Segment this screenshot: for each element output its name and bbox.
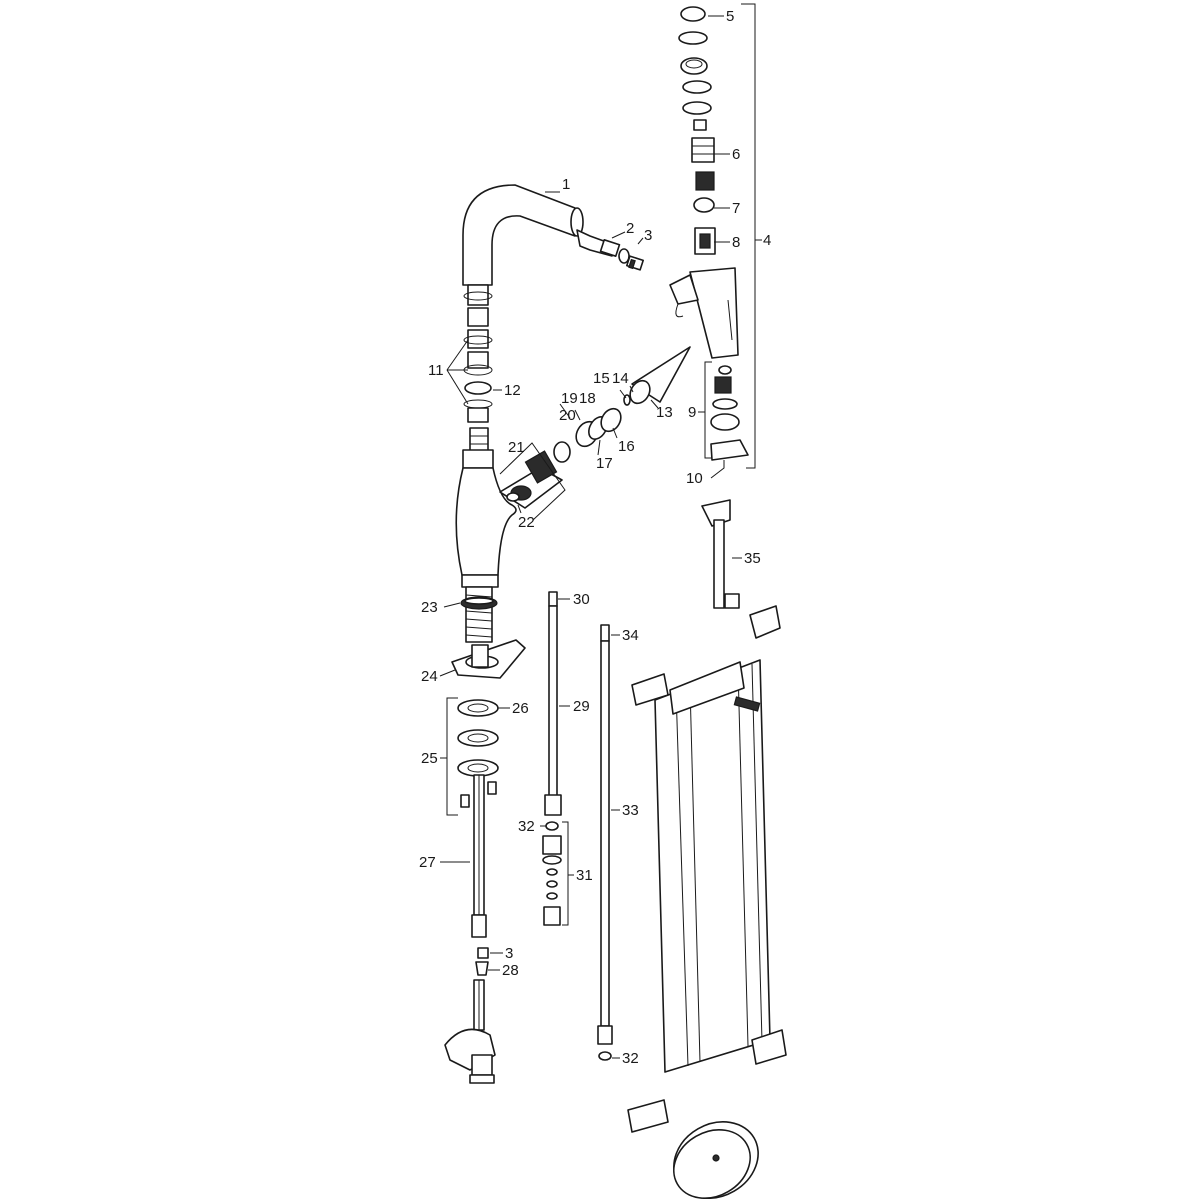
callout-32-upper: 32: [518, 818, 535, 835]
spray-head-body: [669, 267, 739, 359]
callout-7: 7: [732, 200, 740, 217]
callout-24: 24: [421, 668, 438, 685]
callout-30: 30: [573, 591, 590, 608]
callout-26: 26: [512, 700, 529, 717]
mounting-rail: [654, 659, 771, 1073]
callout-6: 6: [732, 146, 740, 163]
spray-head-stack: [678, 6, 716, 255]
callout-19: 19: [561, 390, 578, 407]
rail-clamps: [627, 605, 787, 1133]
cover-disc: [673, 1121, 759, 1199]
callout-25: 25: [421, 750, 438, 767]
callout-4: 4: [763, 232, 771, 249]
callout-32-lower: 32: [622, 1050, 639, 1067]
callout-16: 16: [618, 438, 635, 455]
bracket-35: [701, 499, 740, 609]
leader-lines: [439, 3, 762, 1059]
callout-12: 12: [504, 382, 521, 399]
callout-3: 3: [644, 227, 652, 244]
callout-29: 29: [573, 698, 590, 715]
supply-hoses: [542, 591, 613, 1061]
callout-15: 15: [593, 370, 610, 387]
callout-23: 23: [421, 599, 438, 616]
spray-head-fittings: [710, 365, 749, 461]
lever-handle: [629, 346, 691, 405]
faucet-body: [455, 449, 517, 588]
callout-21: 21: [508, 439, 525, 456]
callout-11: 11: [428, 362, 444, 379]
callout-3-lower: 3: [505, 945, 513, 962]
callout-33: 33: [622, 802, 639, 819]
pullout-hose: [471, 774, 489, 1031]
callout-28: 28: [502, 962, 519, 979]
hose-chain: [463, 284, 493, 455]
callout-17: 17: [596, 455, 613, 472]
cartridge: [499, 441, 571, 509]
hose-weight: [444, 1028, 496, 1084]
callout-5: 5: [726, 8, 734, 25]
callout-27: 27: [419, 854, 436, 871]
callout-9: 9: [688, 404, 696, 421]
callout-8: 8: [732, 234, 740, 251]
threaded-shank: [460, 586, 498, 643]
cartridge-rings: [575, 394, 631, 448]
callout-1: 1: [562, 176, 570, 193]
callout-35: 35: [744, 550, 761, 567]
callout-10: 10: [686, 470, 703, 487]
mounting-plate: [451, 639, 526, 679]
callout-labels: 1 2 3 4 5 6 7 8 9 10 11 12 13 14 15 16 1…: [419, 8, 771, 1067]
callout-13: 13: [656, 404, 673, 421]
spout-part: [462, 184, 621, 286]
callout-2: 2: [626, 220, 634, 237]
callout-22: 22: [518, 514, 535, 531]
callout-34: 34: [622, 627, 639, 644]
callout-20: 20: [559, 407, 576, 424]
callout-31: 31: [576, 867, 593, 884]
callout-18: 18: [579, 390, 596, 407]
callout-14: 14: [612, 370, 629, 387]
spout-fittings: [618, 248, 645, 271]
